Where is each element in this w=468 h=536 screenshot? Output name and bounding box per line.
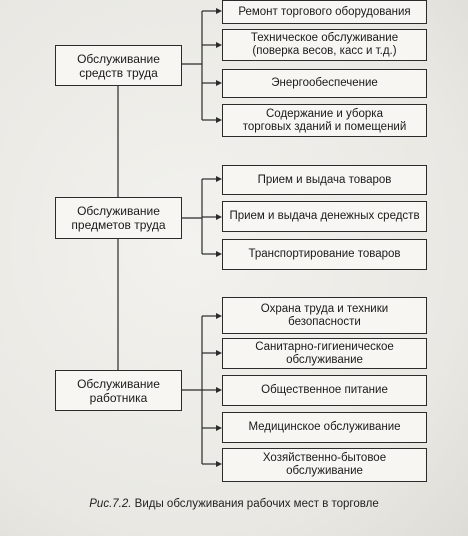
g2-arrowhead-1 <box>216 176 222 182</box>
item-goods-reception: Прием и выдача товаров <box>222 165 427 195</box>
item-building-maintenance: Содержание и уборка торговых зданий и по… <box>222 104 427 137</box>
item-energy-supply: Энергообеспечение <box>222 69 427 98</box>
figure-caption: Рис.7.2. Виды обслуживания рабочих мест … <box>0 498 468 510</box>
item-goods-transport: Транспортирование товаров <box>222 239 427 270</box>
item-labor-safety: Охрана труда и техники безопасности <box>222 297 427 334</box>
main-box-means-of-labor: Обслуживание средств труда <box>55 45 182 86</box>
g1-arrowhead-3 <box>216 80 222 86</box>
item-technical-service: Техническое обслуживание (поверка весов,… <box>222 29 427 61</box>
g3-arrowhead-2 <box>216 350 222 356</box>
figure-title: Виды обслуживания рабочих мест в торговл… <box>134 498 379 510</box>
item-medical-service: Медицинское обслуживание <box>222 412 427 443</box>
g2-arrowhead-3 <box>216 251 222 257</box>
g3-arrowhead-3 <box>216 387 222 393</box>
main-box-worker: Обслуживание работника <box>55 370 182 411</box>
g3-arrowhead-5 <box>216 461 222 467</box>
item-equipment-repair: Ремонт торгового оборудования <box>222 0 427 24</box>
item-catering: Общественное питание <box>222 375 427 406</box>
item-household-service: Хозяйственно-бытовое обслуживание <box>222 448 427 482</box>
g1-arrowhead-4 <box>216 117 222 123</box>
g3-arrowhead-1 <box>216 313 222 319</box>
g2-arrowhead-2 <box>216 214 222 220</box>
g1-arrowhead-1 <box>216 8 222 14</box>
figure-number: Рис.7.2. <box>89 498 132 510</box>
item-sanitary-service: Санитарно-гигиеническое обслуживание <box>222 338 427 369</box>
item-cash-reception: Прием и выдача денежных средств <box>222 201 427 232</box>
main-box-objects-of-labor: Обслуживание предметов труда <box>55 197 182 239</box>
g3-arrowhead-4 <box>216 425 222 431</box>
g1-arrowhead-2 <box>216 42 222 48</box>
